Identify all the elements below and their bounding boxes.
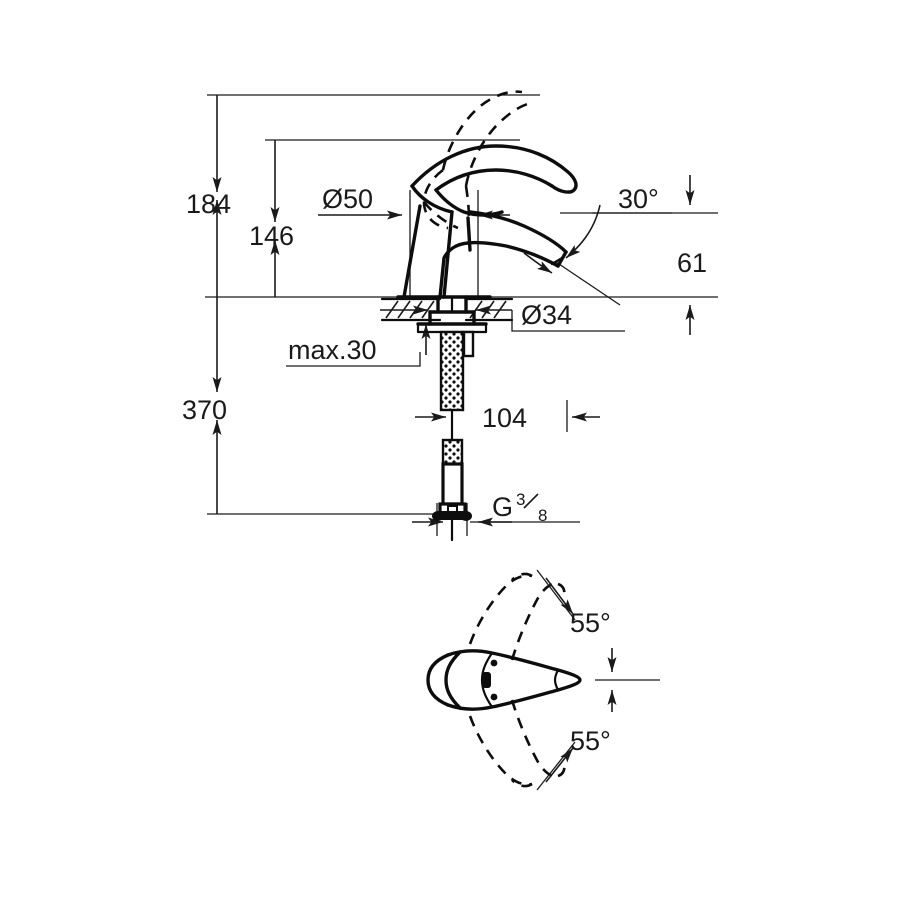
elevation-view: 184 370 146 Ø50 30° [182,90,718,542]
dimension-max30-label: max.30 [288,335,377,365]
dimension-104-label: 104 [482,403,527,433]
lever-dot-lower [490,693,498,701]
lever-dot-upper [490,659,498,667]
dimension-146-label: 146 [249,221,294,251]
lever-top-view [426,649,582,711]
dimension-61-label: 61 [677,248,707,278]
dimension-184-label: 184 [186,189,231,219]
base-flange [396,295,492,334]
lever-raised-ghost [422,90,532,230]
dimension-55deg-upper: 55° [536,569,617,672]
lever-rotated-up-ghost [468,572,566,661]
dimension-d50-label: Ø50 [322,184,373,214]
dimension-184: 184 [186,95,231,297]
faucet-body [396,90,578,542]
plan-view: 55° 55° [426,569,660,791]
dimension-55deg-lower: 55° [536,690,617,791]
dimension-370-label: 370 [182,395,227,425]
dimension-104: 104 [415,400,600,433]
spout [438,210,568,299]
dimension-d50: Ø50 [318,184,510,300]
dimension-30deg-label: 30° [618,184,659,214]
dimension-g38-numerator: 3 [516,490,525,509]
dimension-g38-denominator: 8 [538,506,547,525]
dimension-d34-label: Ø34 [521,300,572,330]
dimension-146: 146 [249,140,294,297]
dimension-55deg-upper-label: 55° [570,608,611,638]
dimension-max30: max.30 [286,324,431,367]
dimension-61: 61 [677,175,707,335]
lever-slot-marking [482,672,491,688]
dimension-370: 370 [182,297,227,514]
hose-connector-lower [432,438,472,542]
dimension-55deg-lower-label: 55° [570,726,611,756]
dimension-30deg: 30° [523,184,672,306]
dimension-g38-label-main: G [492,492,513,522]
dimension-d34: Ø34 [380,300,625,332]
lever [410,144,578,214]
